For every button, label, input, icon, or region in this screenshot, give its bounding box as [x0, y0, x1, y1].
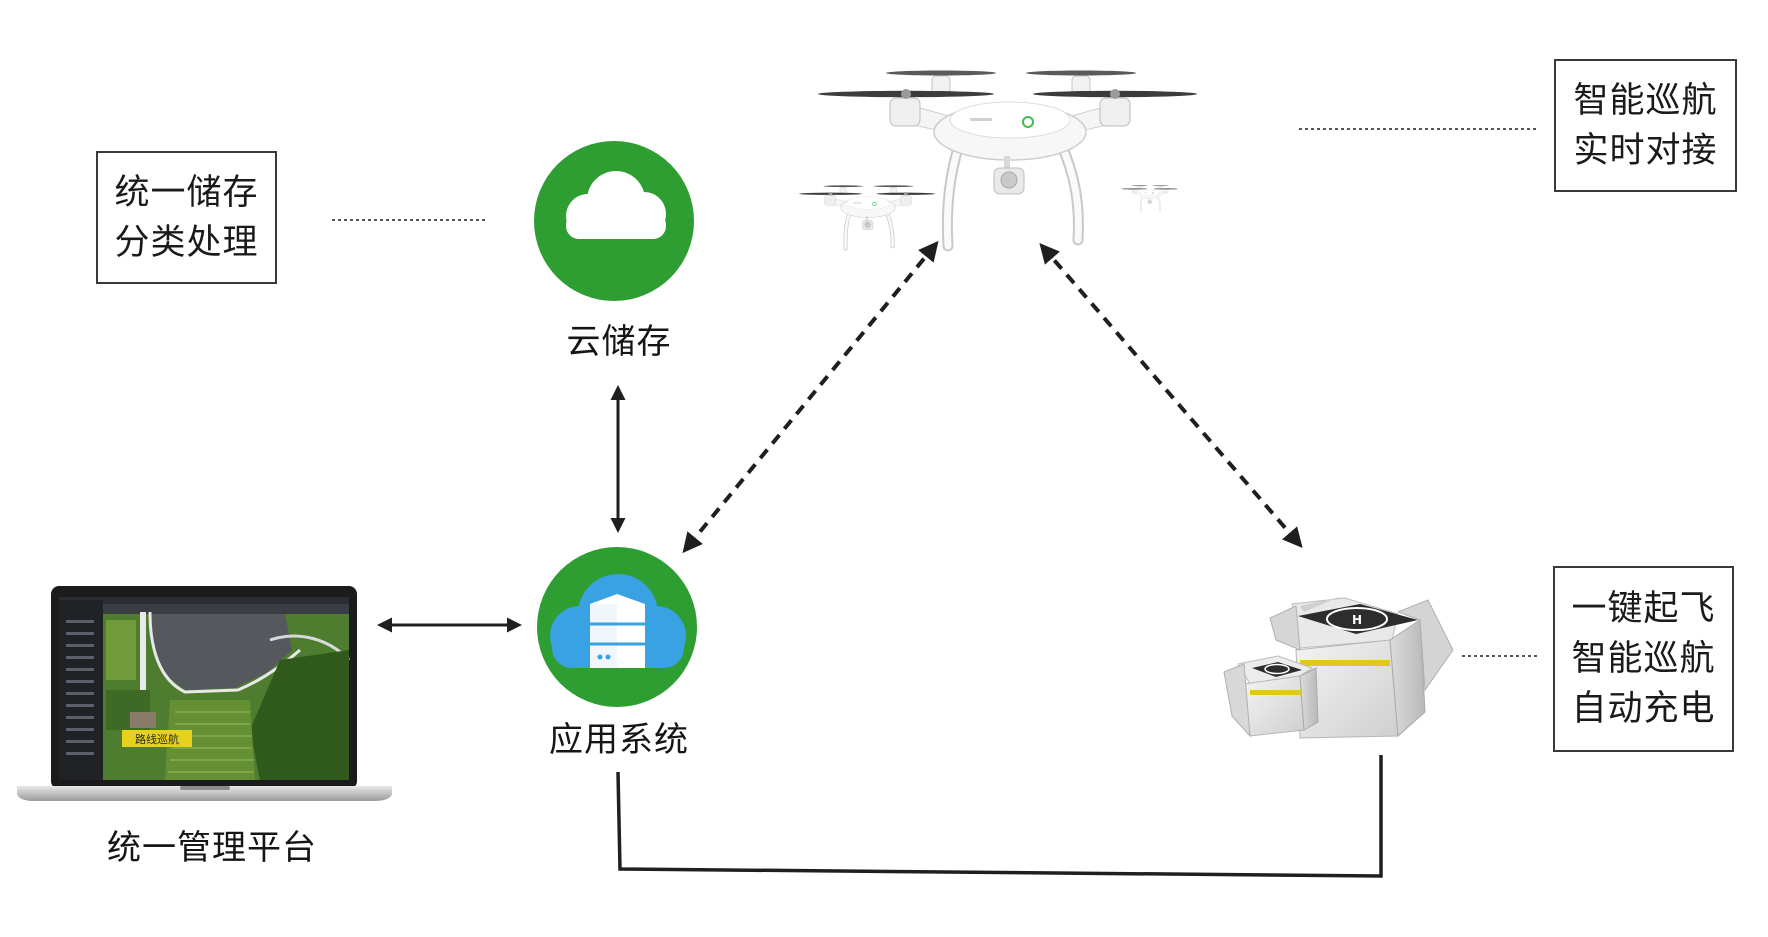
cloud-node	[534, 141, 694, 301]
tiny-drone-icon	[1120, 184, 1179, 213]
storage-note-line1: 统一储存	[114, 172, 259, 213]
drone-dock-icon: H	[1223, 596, 1454, 739]
screen-banner-text: 路线巡航	[135, 732, 179, 746]
drone-app-link	[682, 240, 939, 554]
screen-banner	[122, 730, 192, 747]
dock-landing-pad	[1298, 604, 1418, 634]
screen-sidebar	[59, 600, 103, 780]
dock-note-line2: 智能巡航	[1571, 639, 1716, 679]
cloud-icon	[566, 171, 666, 239]
drone-dock-link	[1039, 242, 1303, 549]
dock-note-box: 一键起飞 智能巡航 自动充电	[1553, 566, 1734, 752]
cruise-note-line2: 实时对接	[1573, 130, 1718, 171]
storage-note-box: 统一储存 分类处理	[96, 151, 277, 284]
small-dock-pad	[1252, 662, 1302, 677]
storage-note-line2: 分类处理	[114, 222, 259, 263]
app-dock-connector	[616, 755, 1383, 878]
aerial-map-view: 路线巡航	[103, 604, 351, 780]
cruise-note-box: 智能巡航 实时对接	[1554, 59, 1737, 192]
platform-node-label: 统一管理平台	[107, 828, 317, 868]
dock-note-line3: 自动充电	[1571, 689, 1716, 729]
laptop-base	[17, 786, 392, 801]
server-icon	[590, 594, 645, 668]
svg-text:H: H	[1352, 613, 1362, 627]
cruise-note-line1: 智能巡航	[1573, 80, 1718, 121]
laptop-icon: 路线巡航	[17, 586, 392, 801]
drone-icon	[818, 71, 1197, 247]
app-node	[537, 547, 697, 707]
dock-note-line1: 一键起飞	[1571, 589, 1716, 629]
small-drone-icon	[796, 183, 938, 251]
cloud-node-label: 云储存	[566, 322, 672, 362]
app-node-label: 应用系统	[549, 720, 689, 760]
